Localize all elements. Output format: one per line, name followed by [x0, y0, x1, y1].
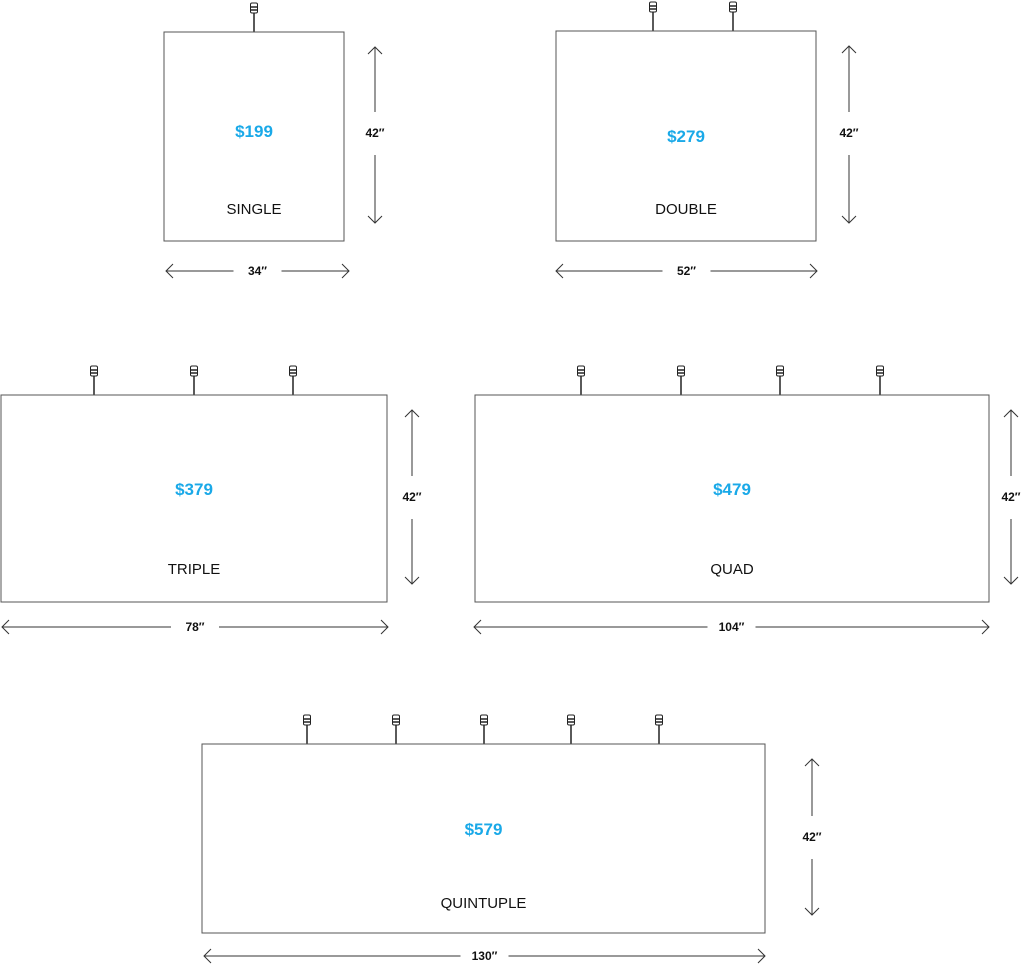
arrow-head: [404, 409, 420, 418]
arrow-head: [841, 215, 857, 224]
panel-name: QUINTUPLE: [441, 895, 527, 912]
height-label: 42″: [802, 830, 821, 844]
hanger-icon: [876, 365, 884, 395]
panel-outline: [474, 394, 990, 603]
hanger-icon: [655, 714, 663, 744]
width-dimension: 34″: [165, 263, 350, 279]
panel-price: $379: [175, 480, 213, 499]
panel-outline: [555, 30, 817, 242]
arrow-head: [809, 263, 818, 279]
arrow-head: [804, 758, 820, 767]
arrow-head: [380, 619, 389, 635]
hanger-icon: [303, 714, 311, 744]
width-dimension: 78″: [1, 619, 389, 635]
width-label: 130″: [472, 949, 498, 963]
width-label: 104″: [719, 620, 745, 634]
panel-name: DOUBLE: [655, 201, 717, 218]
hanger-icon: [577, 365, 585, 395]
width-dimension: 52″: [555, 263, 818, 279]
height-dimension: 42″: [365, 46, 385, 224]
hanger-icon: [677, 365, 685, 395]
arrow-head: [1003, 409, 1019, 418]
panel-price: $579: [465, 820, 503, 839]
hanger-icon: [649, 1, 657, 31]
arrow-head: [804, 907, 820, 916]
height-label: 42″: [402, 490, 421, 504]
hanger-icon: [480, 714, 488, 744]
hanger-icon: [729, 1, 737, 31]
width-dimension: 104″: [473, 619, 990, 635]
arrow-head: [341, 263, 350, 279]
arrow-head: [981, 619, 990, 635]
panel-outline: [201, 743, 766, 934]
hanger-icon: [250, 2, 258, 32]
arrow-head: [404, 576, 420, 585]
panel-price: $199: [235, 122, 273, 141]
hanger-icon: [567, 714, 575, 744]
width-dimension: 130″: [203, 948, 766, 964]
panel-name: QUAD: [710, 561, 754, 578]
arrow-head: [757, 948, 766, 964]
arrow-head: [555, 263, 564, 279]
width-label: 78″: [185, 620, 204, 634]
panel-price: $279: [667, 127, 705, 146]
panel-price: $479: [713, 480, 751, 499]
hanger-icon: [392, 714, 400, 744]
arrow-head: [203, 948, 212, 964]
arrow-head: [841, 45, 857, 54]
panel-outline: [0, 394, 388, 603]
width-label: 34″: [248, 264, 267, 278]
width-label: 52″: [677, 264, 696, 278]
arrow-head: [1003, 576, 1019, 585]
hanger-icon: [776, 365, 784, 395]
height-label: 42″: [1001, 490, 1020, 504]
arrow-head: [165, 263, 174, 279]
arrow-head: [1, 619, 10, 635]
arrow-head: [473, 619, 482, 635]
arrow-head: [367, 215, 383, 224]
hanger-icon: [190, 365, 198, 395]
panel-name: TRIPLE: [168, 561, 221, 578]
height-label: 42″: [365, 126, 384, 140]
arrow-head: [367, 46, 383, 55]
height-label: 42″: [839, 126, 858, 140]
height-dimension: 42″: [1001, 409, 1021, 585]
panel-outline: [163, 31, 345, 242]
panel-name: SINGLE: [226, 201, 281, 218]
height-dimension: 42″: [839, 45, 859, 224]
hanger-icon: [90, 365, 98, 395]
height-dimension: 42″: [402, 409, 422, 585]
hanger-icon: [289, 365, 297, 395]
height-dimension: 42″: [802, 758, 822, 916]
